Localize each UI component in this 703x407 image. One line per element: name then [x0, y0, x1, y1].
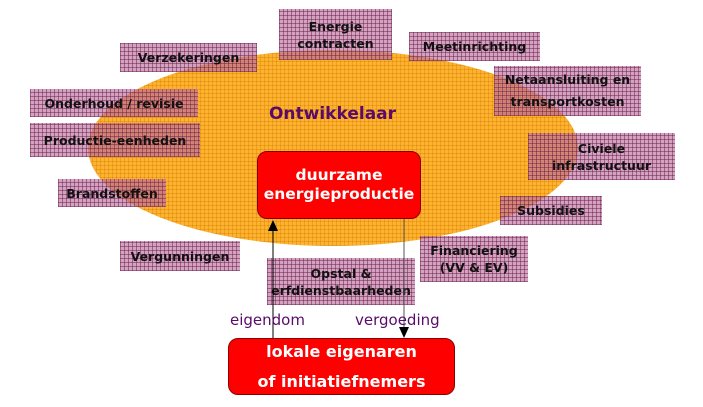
- arrow-head-down: [399, 327, 409, 338]
- owner-line: lokale eigenaren: [266, 341, 417, 361]
- factor-line: Netaansluiting en: [504, 72, 631, 87]
- sustainable-energy-box: duurzame energieproductie: [257, 151, 421, 219]
- owner-line: of initiatiefnemers: [257, 371, 426, 391]
- arrow-head-up: [268, 220, 278, 231]
- factor-energie-contracten: Energie contracten: [279, 9, 392, 60]
- core-line: energieproductie: [263, 185, 415, 203]
- factor-civiele: Civiele infrastructuur: [528, 133, 675, 180]
- factor-financiering: Financiering (VV & EV): [420, 236, 528, 282]
- local-owners-box: lokale eigenaren of initiatiefnemers: [228, 338, 455, 395]
- factor-onderhoud: Onderhoud / revisie: [30, 89, 198, 117]
- factor-line: Financiering: [430, 243, 518, 258]
- compensation-label: vergoeding: [355, 311, 440, 329]
- factor-brandstoffen: Brandstoffen: [58, 179, 166, 207]
- factor-meetinrichting: Meetinrichting: [409, 32, 540, 61]
- core-line: duurzame: [295, 166, 383, 184]
- factor-opstal: Opstal & erfdienstbaarheden: [267, 258, 415, 305]
- factor-line: (VV & EV): [439, 260, 509, 275]
- factor-vergunningen: Vergunningen: [120, 241, 240, 271]
- ownership-label: eigendom: [230, 311, 305, 329]
- factor-productie: Productie-eenheden: [30, 123, 200, 157]
- factor-netaansluiting: Netaansluiting en transportkosten: [494, 66, 641, 116]
- factor-line: Opstal &: [310, 265, 372, 281]
- factor-line: infrastructuur: [551, 157, 652, 173]
- factor-verzekeringen: Verzekeringen: [120, 43, 257, 72]
- factor-line: erfdienstbaarheden: [271, 282, 411, 298]
- factor-line: Energie: [308, 18, 363, 34]
- factor-line: contracten: [297, 35, 374, 51]
- factor-subsidies: Subsidies: [500, 196, 602, 225]
- factor-line: transportkosten: [510, 94, 625, 109]
- developer-title: Ontwikkelaar: [268, 104, 397, 124]
- factor-line: Civiele: [577, 140, 626, 156]
